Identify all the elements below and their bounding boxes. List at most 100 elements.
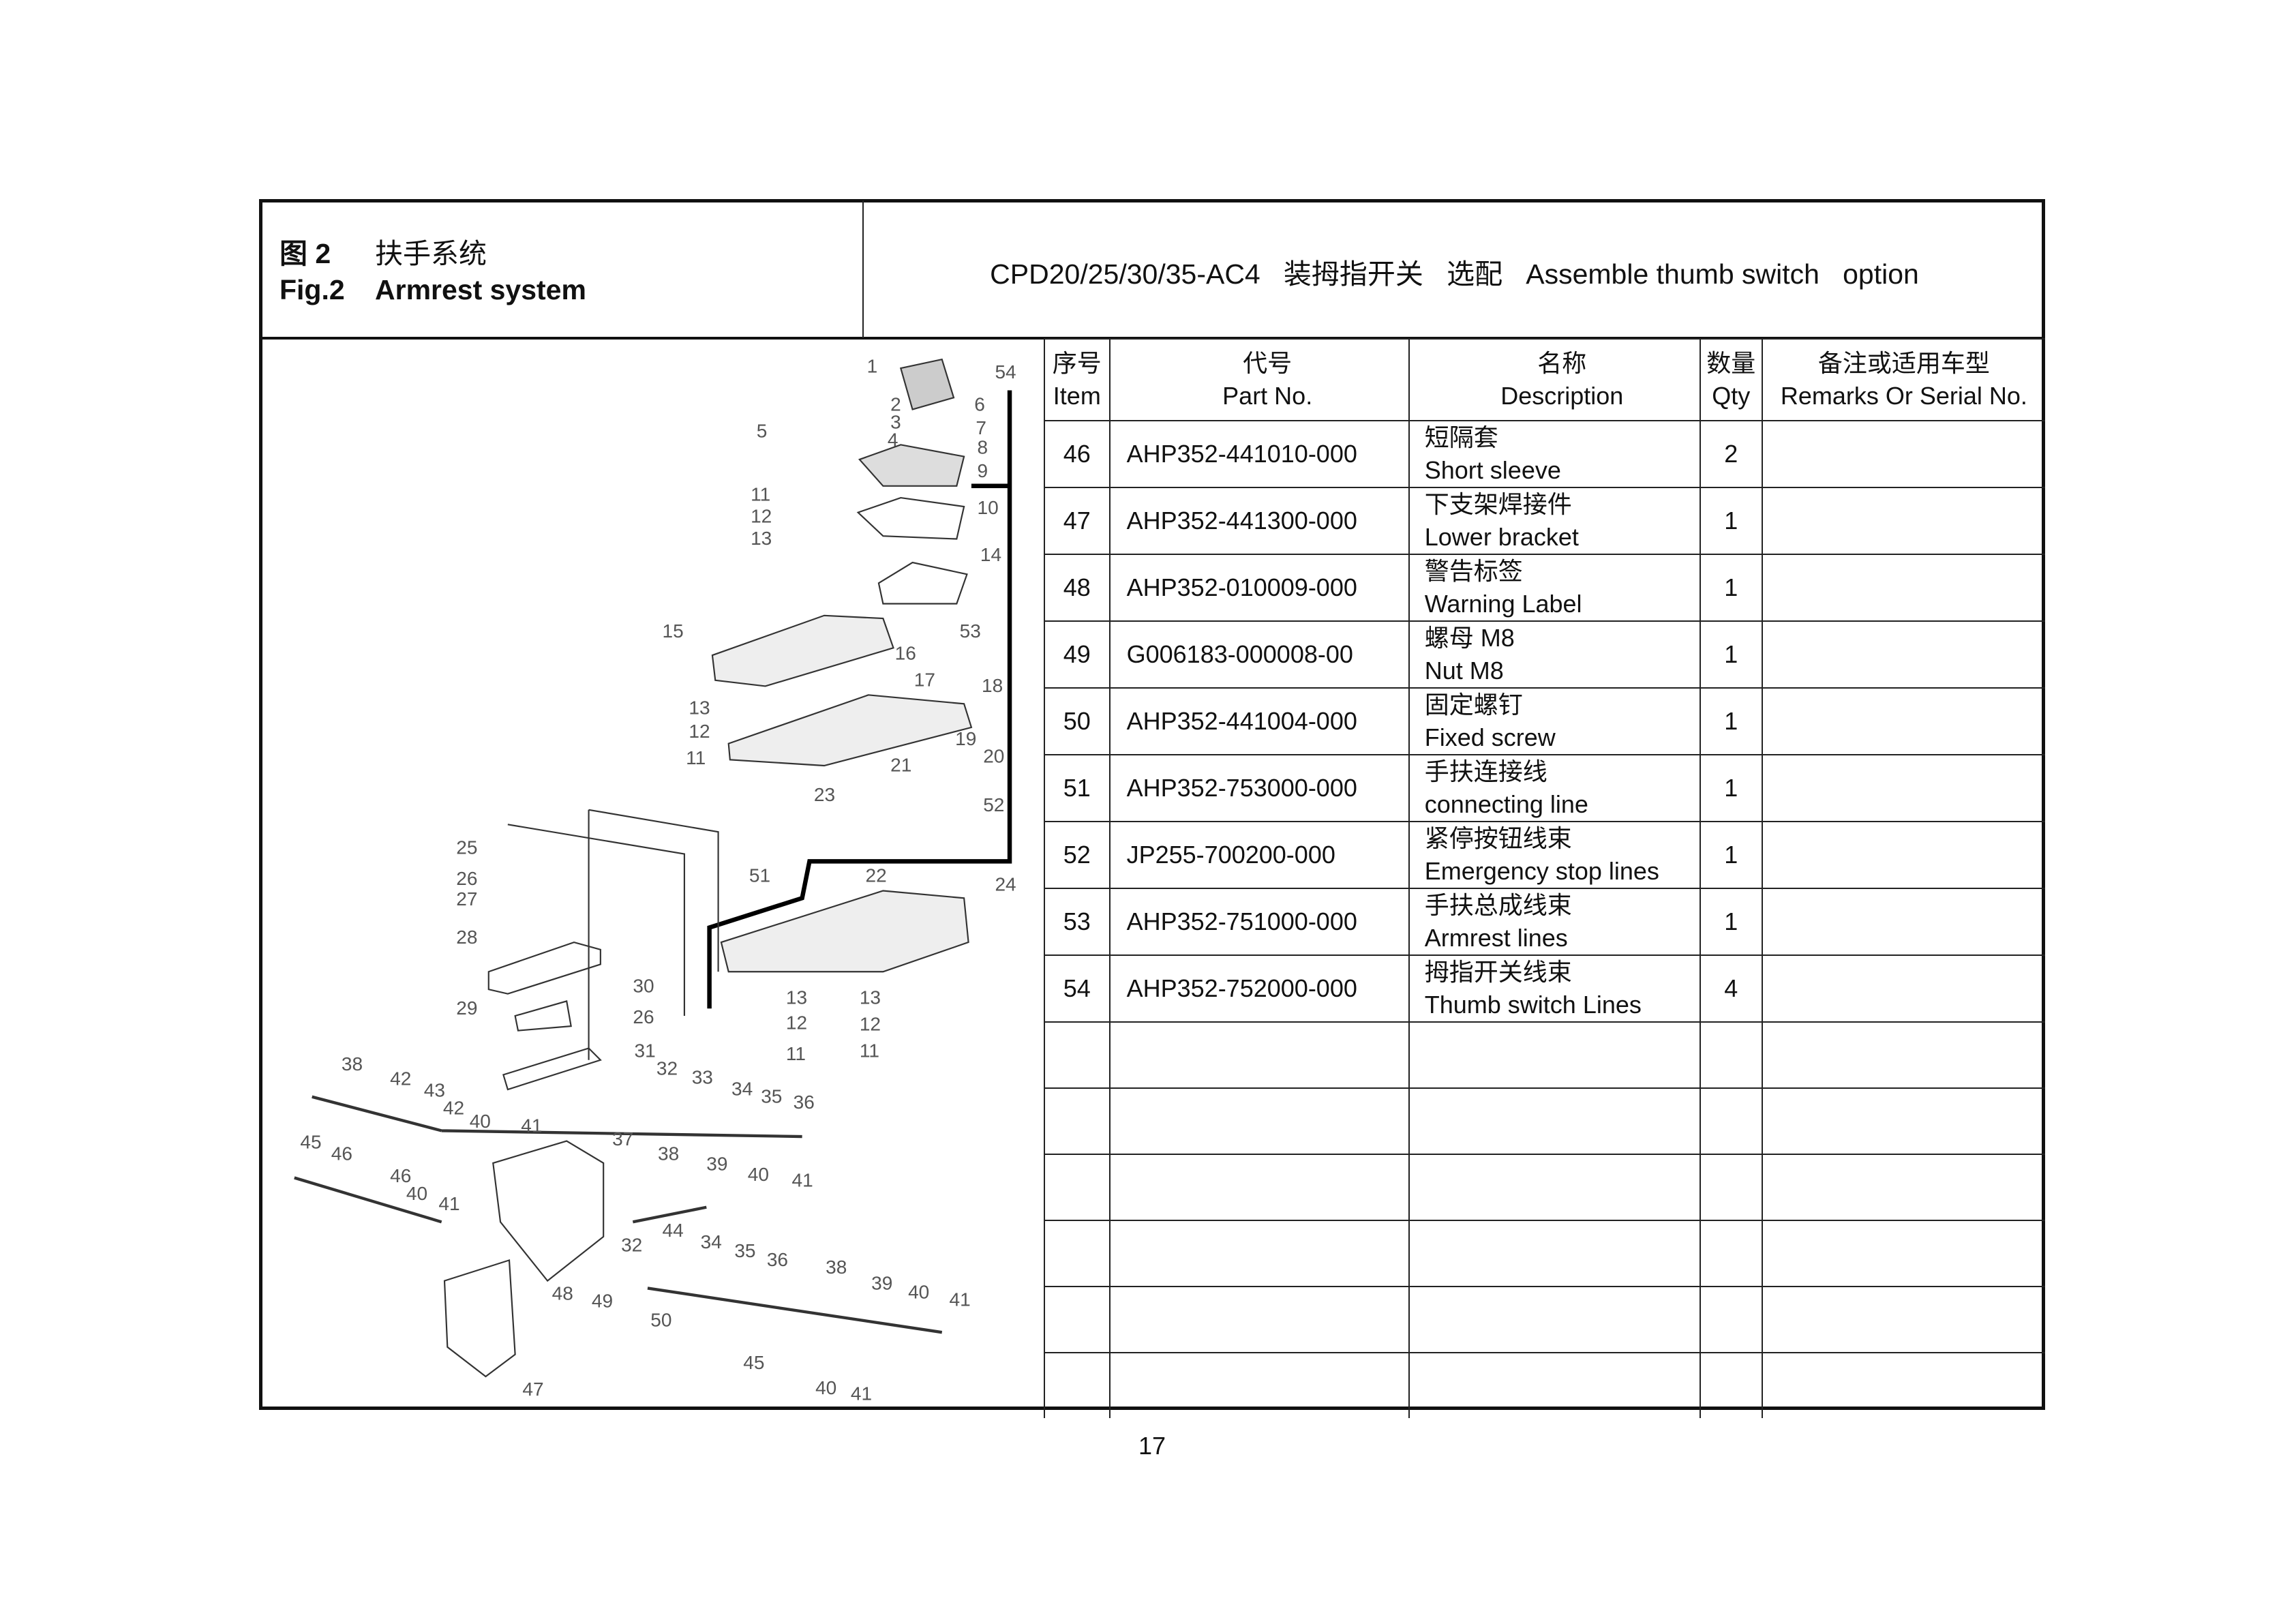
table-row [1044, 1087, 2045, 1155]
column-header-en: Description [1500, 382, 1624, 410]
column-header-cn: 代号 [1243, 349, 1293, 377]
column-header-part-number: 代号 Part No. [1108, 338, 1410, 421]
description-en: Thumb switch Lines [1424, 991, 1642, 1019]
figure-number-en: Fig.2 [280, 274, 345, 305]
header-column-divider [862, 200, 864, 338]
cell-description: 固定螺钉 Fixed screw [1408, 687, 1701, 755]
cell-remarks [1761, 1352, 2045, 1418]
column-header-item: 序号 Item [1044, 338, 1111, 421]
description-en: connecting line [1424, 790, 1588, 818]
cell-qty: 4 [1699, 954, 1763, 1023]
cell-qty: 1 [1699, 620, 1763, 689]
column-header-en: Part No. [1222, 382, 1313, 410]
description-en: Fixed screw [1424, 723, 1556, 751]
table-row [1044, 1021, 2045, 1089]
cell-qty: 2 [1699, 420, 1763, 488]
cell-remarks [1761, 1021, 2045, 1089]
cell-remarks [1761, 1286, 2045, 1353]
cell-remarks [1761, 754, 2045, 822]
column-header-description: 名称 Description [1408, 338, 1701, 421]
cell-qty: 1 [1699, 687, 1763, 755]
cell-item: 52 [1044, 821, 1111, 889]
figure-name-en: Armrest system [375, 274, 586, 305]
description-en: Short sleeve [1424, 456, 1561, 484]
column-header-en: Item [1053, 382, 1101, 410]
cell-qty [1699, 1087, 1763, 1155]
description-cn: 拇指开关线束 [1424, 958, 1572, 986]
description-en: Nut M8 [1424, 657, 1504, 685]
cell-part-number: AHP352-441300-000 [1108, 487, 1410, 555]
cell-item [1044, 1286, 1111, 1353]
cell-item: 49 [1044, 620, 1111, 689]
cell-description [1408, 1286, 1701, 1353]
cell-part-number: AHP352-753000-000 [1108, 754, 1410, 822]
cell-description [1408, 1220, 1701, 1287]
table-row [1044, 1220, 2045, 1287]
cell-description [1408, 1352, 1701, 1418]
cell-qty: 1 [1699, 487, 1763, 555]
cell-part-number: AHP352-752000-000 [1108, 954, 1410, 1023]
cell-description: 紧停按钮线束 Emergency stop lines [1408, 821, 1701, 889]
cell-item: 54 [1044, 954, 1111, 1023]
parts-table: 序号 Item 代号 Part No. 名称 Description 数量 Qty 备注或适用车… [1044, 338, 2045, 1418]
column-header-remarks: 备注或适用车型 Remarks Or Serial No. [1761, 338, 2045, 421]
cell-part-number [1108, 1286, 1410, 1353]
cell-remarks [1761, 1220, 2045, 1287]
cell-qty [1699, 1021, 1763, 1089]
description-en: Warning Label [1424, 590, 1582, 618]
description-cn: 螺母 M8 [1424, 624, 1515, 652]
cell-remarks [1761, 1154, 2045, 1221]
column-header-cn: 数量 [1706, 349, 1756, 377]
column-header-en: Remarks Or Serial No. [1780, 382, 2027, 410]
cell-item [1044, 1021, 1111, 1089]
cell-item: 48 [1044, 554, 1111, 622]
page-title: CPD20/25/30/35-AC4 装拇指开关 选配 Assemble thu… [990, 258, 1919, 290]
cell-remarks [1761, 420, 2045, 488]
figure-name-cn: 扶手系统 [375, 238, 487, 269]
description-en: Emergency stop lines [1424, 857, 1659, 885]
table-row: 49 G006183-000008-00 螺母 M8 Nut M8 1 [1044, 620, 2045, 689]
cell-part-number [1108, 1220, 1410, 1287]
cell-part-number: JP255-700200-000 [1108, 821, 1410, 889]
figure-number-cn: 图 2 [280, 238, 331, 269]
cell-qty: 1 [1699, 888, 1763, 956]
cell-remarks [1761, 954, 2045, 1023]
description-cn: 短隔套 [1424, 423, 1498, 451]
description-cn: 下支架焊接件 [1424, 490, 1572, 518]
cell-description: 手扶总成线束 Armrest lines [1408, 888, 1701, 956]
cell-part-number [1108, 1154, 1410, 1221]
table-row [1044, 1286, 2045, 1353]
description-cn: 紧停按钮线束 [1424, 824, 1572, 852]
column-header-qty: 数量 Qty [1699, 338, 1763, 421]
column-header-cn: 备注或适用车型 [1817, 349, 1990, 377]
cell-part-number [1108, 1087, 1410, 1155]
column-header-cn: 名称 [1537, 349, 1587, 377]
table-row [1044, 1154, 2045, 1221]
cell-part-number [1108, 1021, 1410, 1089]
cell-remarks [1761, 1087, 2045, 1155]
column-header-cn: 序号 [1052, 349, 1102, 377]
description-en: Armrest lines [1424, 924, 1568, 952]
cell-item [1044, 1154, 1111, 1221]
description-cn: 手扶总成线束 [1424, 891, 1572, 919]
cell-part-number: G006183-000008-00 [1108, 620, 1410, 689]
column-header-en: Qty [1712, 382, 1751, 410]
cell-item [1044, 1087, 1111, 1155]
table-row [1044, 1352, 2045, 1418]
cell-remarks [1761, 821, 2045, 889]
cell-part-number: AHP352-010009-000 [1108, 554, 1410, 622]
cell-remarks [1761, 620, 2045, 689]
cell-item: 47 [1044, 487, 1111, 555]
cell-item: 51 [1044, 754, 1111, 822]
description-cn: 固定螺钉 [1424, 691, 1523, 719]
cell-remarks [1761, 554, 2045, 622]
cell-item: 46 [1044, 420, 1111, 488]
figure-title-en: Fig.2 Armrest system [280, 274, 586, 306]
table-header-row: 序号 Item 代号 Part No. 名称 Description 数量 Qty 备注或适用车… [1044, 338, 2045, 421]
